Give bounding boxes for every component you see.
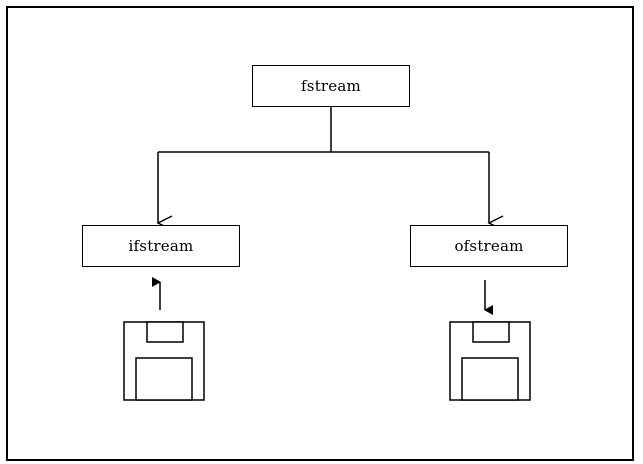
node-fstream-label: fstream xyxy=(301,77,361,95)
node-ofstream: ofstream xyxy=(410,225,568,267)
node-ifstream: ifstream xyxy=(82,225,240,267)
node-ofstream-label: ofstream xyxy=(454,237,524,255)
node-fstream: fstream xyxy=(252,65,410,107)
node-ifstream-label: ifstream xyxy=(128,237,194,255)
